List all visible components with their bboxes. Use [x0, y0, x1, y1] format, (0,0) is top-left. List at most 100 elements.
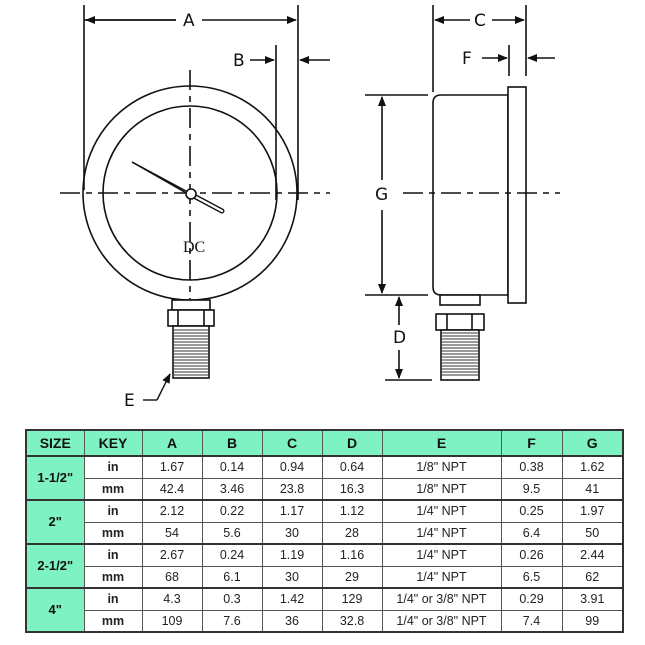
table-row: mm 109 7.6 36 32.8 1/4" or 3/8" NPT 7.4 …	[26, 609, 624, 633]
cell-e: 1/8" NPT	[381, 477, 502, 501]
center-label: DC	[183, 239, 205, 256]
cell-b: 6.1	[201, 565, 263, 589]
cell-c: 30	[261, 521, 323, 545]
header-c: C	[261, 429, 323, 457]
label-f: F	[462, 49, 472, 69]
table-row: 2-1/2" in 2.67 0.24 1.19 1.16 1/4" NPT 0…	[25, 543, 624, 589]
cell-b: 7.6	[201, 609, 263, 633]
cell-c: 0.94	[261, 455, 323, 479]
cell-a: 42.4	[141, 477, 203, 501]
cell-d: 129	[321, 587, 383, 611]
cell-g: 41	[561, 477, 624, 501]
cell-g: 62	[561, 565, 624, 589]
header-e: E	[381, 429, 502, 457]
cell-b: 0.24	[201, 543, 263, 567]
table-row: mm 42.4 3.46 23.8 16.3 1/8" NPT 9.5 41	[26, 477, 624, 501]
cell-a: 54	[141, 521, 203, 545]
table-row: mm 54 5.6 30 28 1/4" NPT 6.4 50	[26, 521, 624, 545]
key-cell: in	[83, 587, 143, 611]
cell-e: 1/8" NPT	[381, 455, 502, 479]
table-header-row: SIZE KEY A B C D E F G	[25, 429, 624, 457]
cell-f: 6.4	[500, 521, 563, 545]
cell-a: 4.3	[141, 587, 203, 611]
side-thread-lines	[441, 332, 479, 376]
cell-c: 23.8	[261, 477, 323, 501]
label-d: D	[393, 328, 406, 348]
cell-f: 0.29	[500, 587, 563, 611]
cell-e: 1/4" or 3/8" NPT	[381, 587, 502, 611]
key-cell: mm	[83, 565, 143, 589]
cell-e: 1/4" or 3/8" NPT	[381, 609, 502, 633]
cell-f: 9.5	[500, 477, 563, 501]
header-d: D	[321, 429, 383, 457]
label-e: E	[124, 391, 135, 411]
front-view	[60, 5, 330, 379]
cell-d: 1.12	[321, 499, 383, 523]
label-a: A	[183, 11, 195, 31]
cell-g: 99	[561, 609, 624, 633]
table-row: 4" in 4.3 0.3 1.42 129 1/4" or 3/8" NPT …	[25, 587, 624, 633]
gauge-dimension-drawing: A B E DC	[60, 5, 560, 411]
cell-c: 1.17	[261, 499, 323, 523]
cell-g: 1.97	[561, 499, 624, 523]
key-cell: in	[83, 499, 143, 523]
header-f: F	[500, 429, 563, 457]
cell-f: 7.4	[500, 609, 563, 633]
cell-g: 2.44	[561, 543, 624, 567]
table-row: 2" in 2.12 0.22 1.17 1.12 1/4" NPT 0.25 …	[25, 499, 624, 545]
cell-d: 28	[321, 521, 383, 545]
key-cell: mm	[83, 609, 143, 633]
cell-g: 3.91	[561, 587, 624, 611]
cell-b: 0.3	[201, 587, 263, 611]
cell-f: 0.25	[500, 499, 563, 523]
size-cell: 1-1/2"	[25, 455, 85, 501]
header-g: G	[561, 429, 624, 457]
cell-b: 5.6	[201, 521, 263, 545]
key-cell: mm	[83, 477, 143, 501]
size-cell: 4"	[25, 587, 85, 633]
cell-f: 0.38	[500, 455, 563, 479]
cell-c: 1.19	[261, 543, 323, 567]
key-cell: in	[83, 543, 143, 567]
size-cell: 2"	[25, 499, 85, 545]
cell-a: 68	[141, 565, 203, 589]
e-leader	[143, 373, 171, 401]
cell-e: 1/4" NPT	[381, 521, 502, 545]
table-row: 1-1/2" in 1.67 0.14 0.94 0.64 1/8" NPT 0…	[25, 455, 624, 501]
cell-g: 1.62	[561, 455, 624, 479]
cell-d: 32.8	[321, 609, 383, 633]
cell-c: 30	[261, 565, 323, 589]
cell-b: 0.14	[201, 455, 263, 479]
table-row: mm 68 6.1 30 29 1/4" NPT 6.5 62	[26, 565, 624, 589]
header-a: A	[141, 429, 203, 457]
cell-e: 1/4" NPT	[381, 565, 502, 589]
key-cell: in	[83, 455, 143, 479]
cell-e: 1/4" NPT	[381, 499, 502, 523]
cell-f: 6.5	[500, 565, 563, 589]
cell-e: 1/4" NPT	[381, 543, 502, 567]
key-cell: mm	[83, 521, 143, 545]
cell-a: 109	[141, 609, 203, 633]
label-b: B	[233, 51, 245, 71]
cell-g: 50	[561, 521, 624, 545]
cell-c: 36	[261, 609, 323, 633]
cell-a: 1.67	[141, 455, 203, 479]
header-b: B	[201, 429, 263, 457]
cell-d: 29	[321, 565, 383, 589]
cell-a: 2.12	[141, 499, 203, 523]
header-size: SIZE	[25, 429, 85, 457]
cell-b: 0.22	[201, 499, 263, 523]
dimension-table: SIZE KEY A B C D E F G 1-1/2" in 1.67 0.…	[25, 429, 624, 633]
cell-c: 1.42	[261, 587, 323, 611]
label-c: C	[474, 11, 486, 31]
cell-a: 2.67	[141, 543, 203, 567]
cell-d: 0.64	[321, 455, 383, 479]
front-thread-lines	[173, 329, 209, 376]
header-key: KEY	[83, 429, 143, 457]
cell-d: 16.3	[321, 477, 383, 501]
cell-d: 1.16	[321, 543, 383, 567]
cell-b: 3.46	[201, 477, 263, 501]
label-g: G	[375, 185, 388, 205]
cell-f: 0.26	[500, 543, 563, 567]
size-cell: 2-1/2"	[25, 543, 85, 589]
